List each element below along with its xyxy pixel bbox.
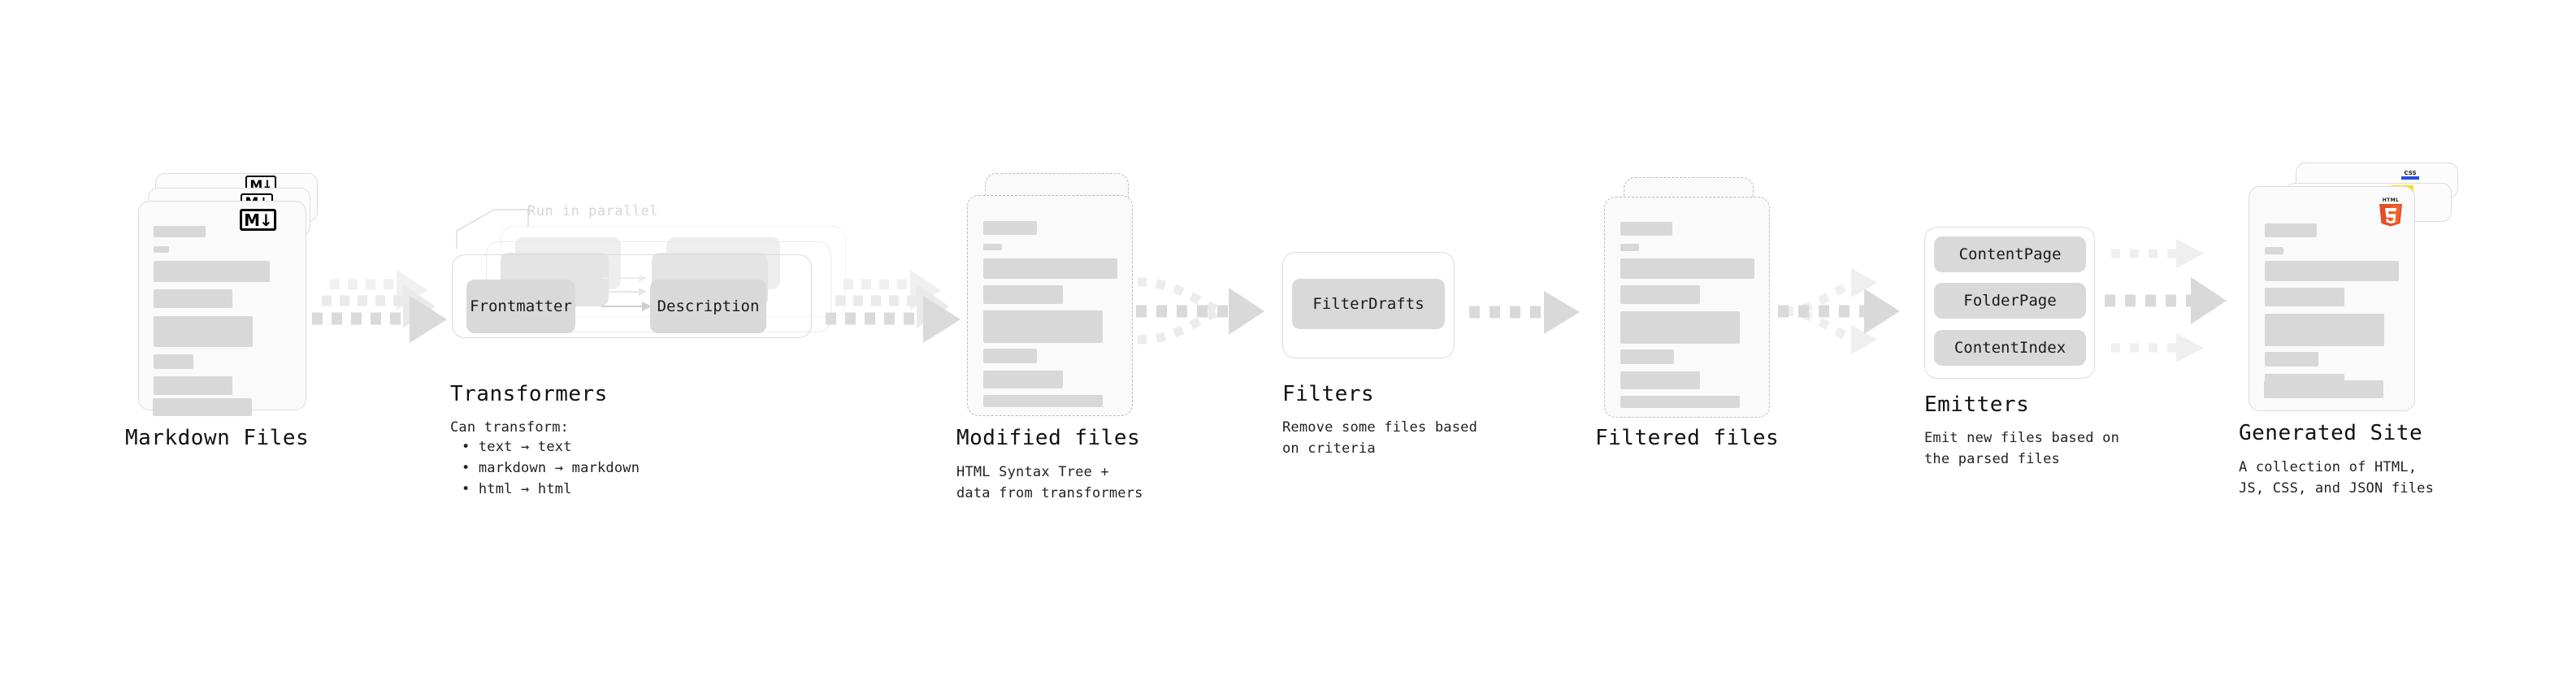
connector-modified-to-filters — [1134, 268, 1297, 358]
transform-bullet-1: • markdown → markdown — [462, 460, 640, 476]
svg-text:HTML: HTML — [2383, 197, 2400, 203]
stage-title-transformers: Transformers — [450, 382, 608, 406]
dashed-arrow-icon — [1469, 291, 1580, 334]
stage-subtitle-transformers: Can transform: — [450, 419, 570, 436]
transformer-chip-description[interactable]: Description — [650, 280, 766, 333]
merge-dashed-arrow-icon — [1136, 277, 1264, 345]
text-line — [983, 310, 1103, 343]
text-line — [983, 285, 1063, 304]
connector-transformers-to-modified — [821, 268, 975, 358]
transformer-chip-frontmatter[interactable]: Frontmatter — [466, 280, 575, 333]
connector-emitters-to-site — [2105, 229, 2267, 375]
emitter-chip-contentpage[interactable]: ContentPage — [1934, 236, 2086, 272]
css3-badge-icon: CSS — [2401, 170, 2419, 180]
connector-filtered-to-emitters — [1776, 262, 1939, 367]
stage-subtitle-emitters: Emit new files based on the parsed files — [1924, 430, 2120, 468]
text-line — [154, 376, 232, 395]
text-line — [153, 398, 252, 416]
text-line — [983, 244, 1002, 250]
split-dashed-arrow-icon — [1778, 268, 1900, 354]
text-line — [154, 289, 232, 308]
transformer-inner-arrows-icon — [601, 275, 652, 311]
text-line — [2265, 223, 2317, 237]
text-line — [1620, 258, 1754, 279]
text-line — [154, 246, 169, 253]
emitter-chip-contentindex[interactable]: ContentIndex — [1934, 330, 2086, 366]
stage-subtitle-modified-files: HTML Syntax Tree + data from transformer… — [956, 464, 1143, 502]
filtered-card-front — [1604, 197, 1770, 418]
stage-subtitle-filters: Remove some files based on criteria — [1282, 419, 1478, 458]
html5-badge-icon: HTML — [2379, 197, 2402, 227]
text-line — [983, 349, 1037, 363]
text-line — [983, 371, 1063, 388]
markdown-card-front — [138, 201, 306, 410]
transformer-panel-front — [452, 254, 812, 338]
text-line — [983, 395, 1103, 407]
transform-bullet-0: • text → text — [462, 439, 572, 455]
text-line — [1620, 311, 1740, 344]
text-line — [2265, 314, 2384, 346]
stage-title-filters: Filters — [1282, 382, 1375, 406]
connector-filters-to-filtered — [1468, 291, 1594, 341]
text-line — [1620, 244, 1639, 251]
svg-text:CSS: CSS — [2404, 170, 2416, 176]
text-line — [154, 261, 270, 282]
run-in-parallel-annotation: Run in parallel — [527, 203, 659, 219]
stage-title-markdown-files: Markdown Files — [125, 426, 310, 450]
text-line — [1620, 349, 1674, 364]
stage-subtitle-generated-site: A collection of HTML, JS, CSS, and JSON … — [2239, 459, 2435, 497]
text-line — [154, 354, 193, 369]
stage-title-emitters: Emitters — [1924, 393, 2030, 417]
text-line — [2264, 380, 2383, 398]
stacked-dashed-arrow-icon — [826, 270, 961, 343]
transform-bullet-2: • html → html — [462, 481, 572, 497]
text-line — [2265, 288, 2344, 306]
markdown-badge-front: M↓ — [240, 209, 276, 231]
text-line — [2265, 261, 2399, 281]
emitter-chip-folderpage[interactable]: FolderPage — [1934, 283, 2086, 319]
stage-title-generated-site: Generated Site — [2239, 421, 2423, 445]
text-line — [983, 258, 1117, 279]
text-line — [1620, 285, 1700, 304]
connector-markdown-to-transformers — [307, 268, 462, 358]
text-line — [1620, 396, 1740, 408]
text-line — [1620, 371, 1700, 389]
run-in-parallel-leader-line — [456, 209, 529, 249]
text-line — [1620, 222, 1672, 236]
stage-title-modified-files: Modified files — [956, 426, 1141, 450]
text-line — [2265, 247, 2283, 254]
text-line — [154, 226, 206, 237]
text-line — [983, 221, 1037, 235]
modified-card-front — [967, 195, 1133, 416]
text-line — [2265, 352, 2318, 367]
parallel-dashed-arrow-icon — [2105, 239, 2227, 362]
text-line — [154, 316, 253, 347]
filter-chip-filterdrafts[interactable]: FilterDrafts — [1292, 279, 1445, 329]
stacked-dashed-arrow-icon — [312, 270, 447, 343]
stage-title-filtered-files: Filtered files — [1595, 426, 1780, 450]
